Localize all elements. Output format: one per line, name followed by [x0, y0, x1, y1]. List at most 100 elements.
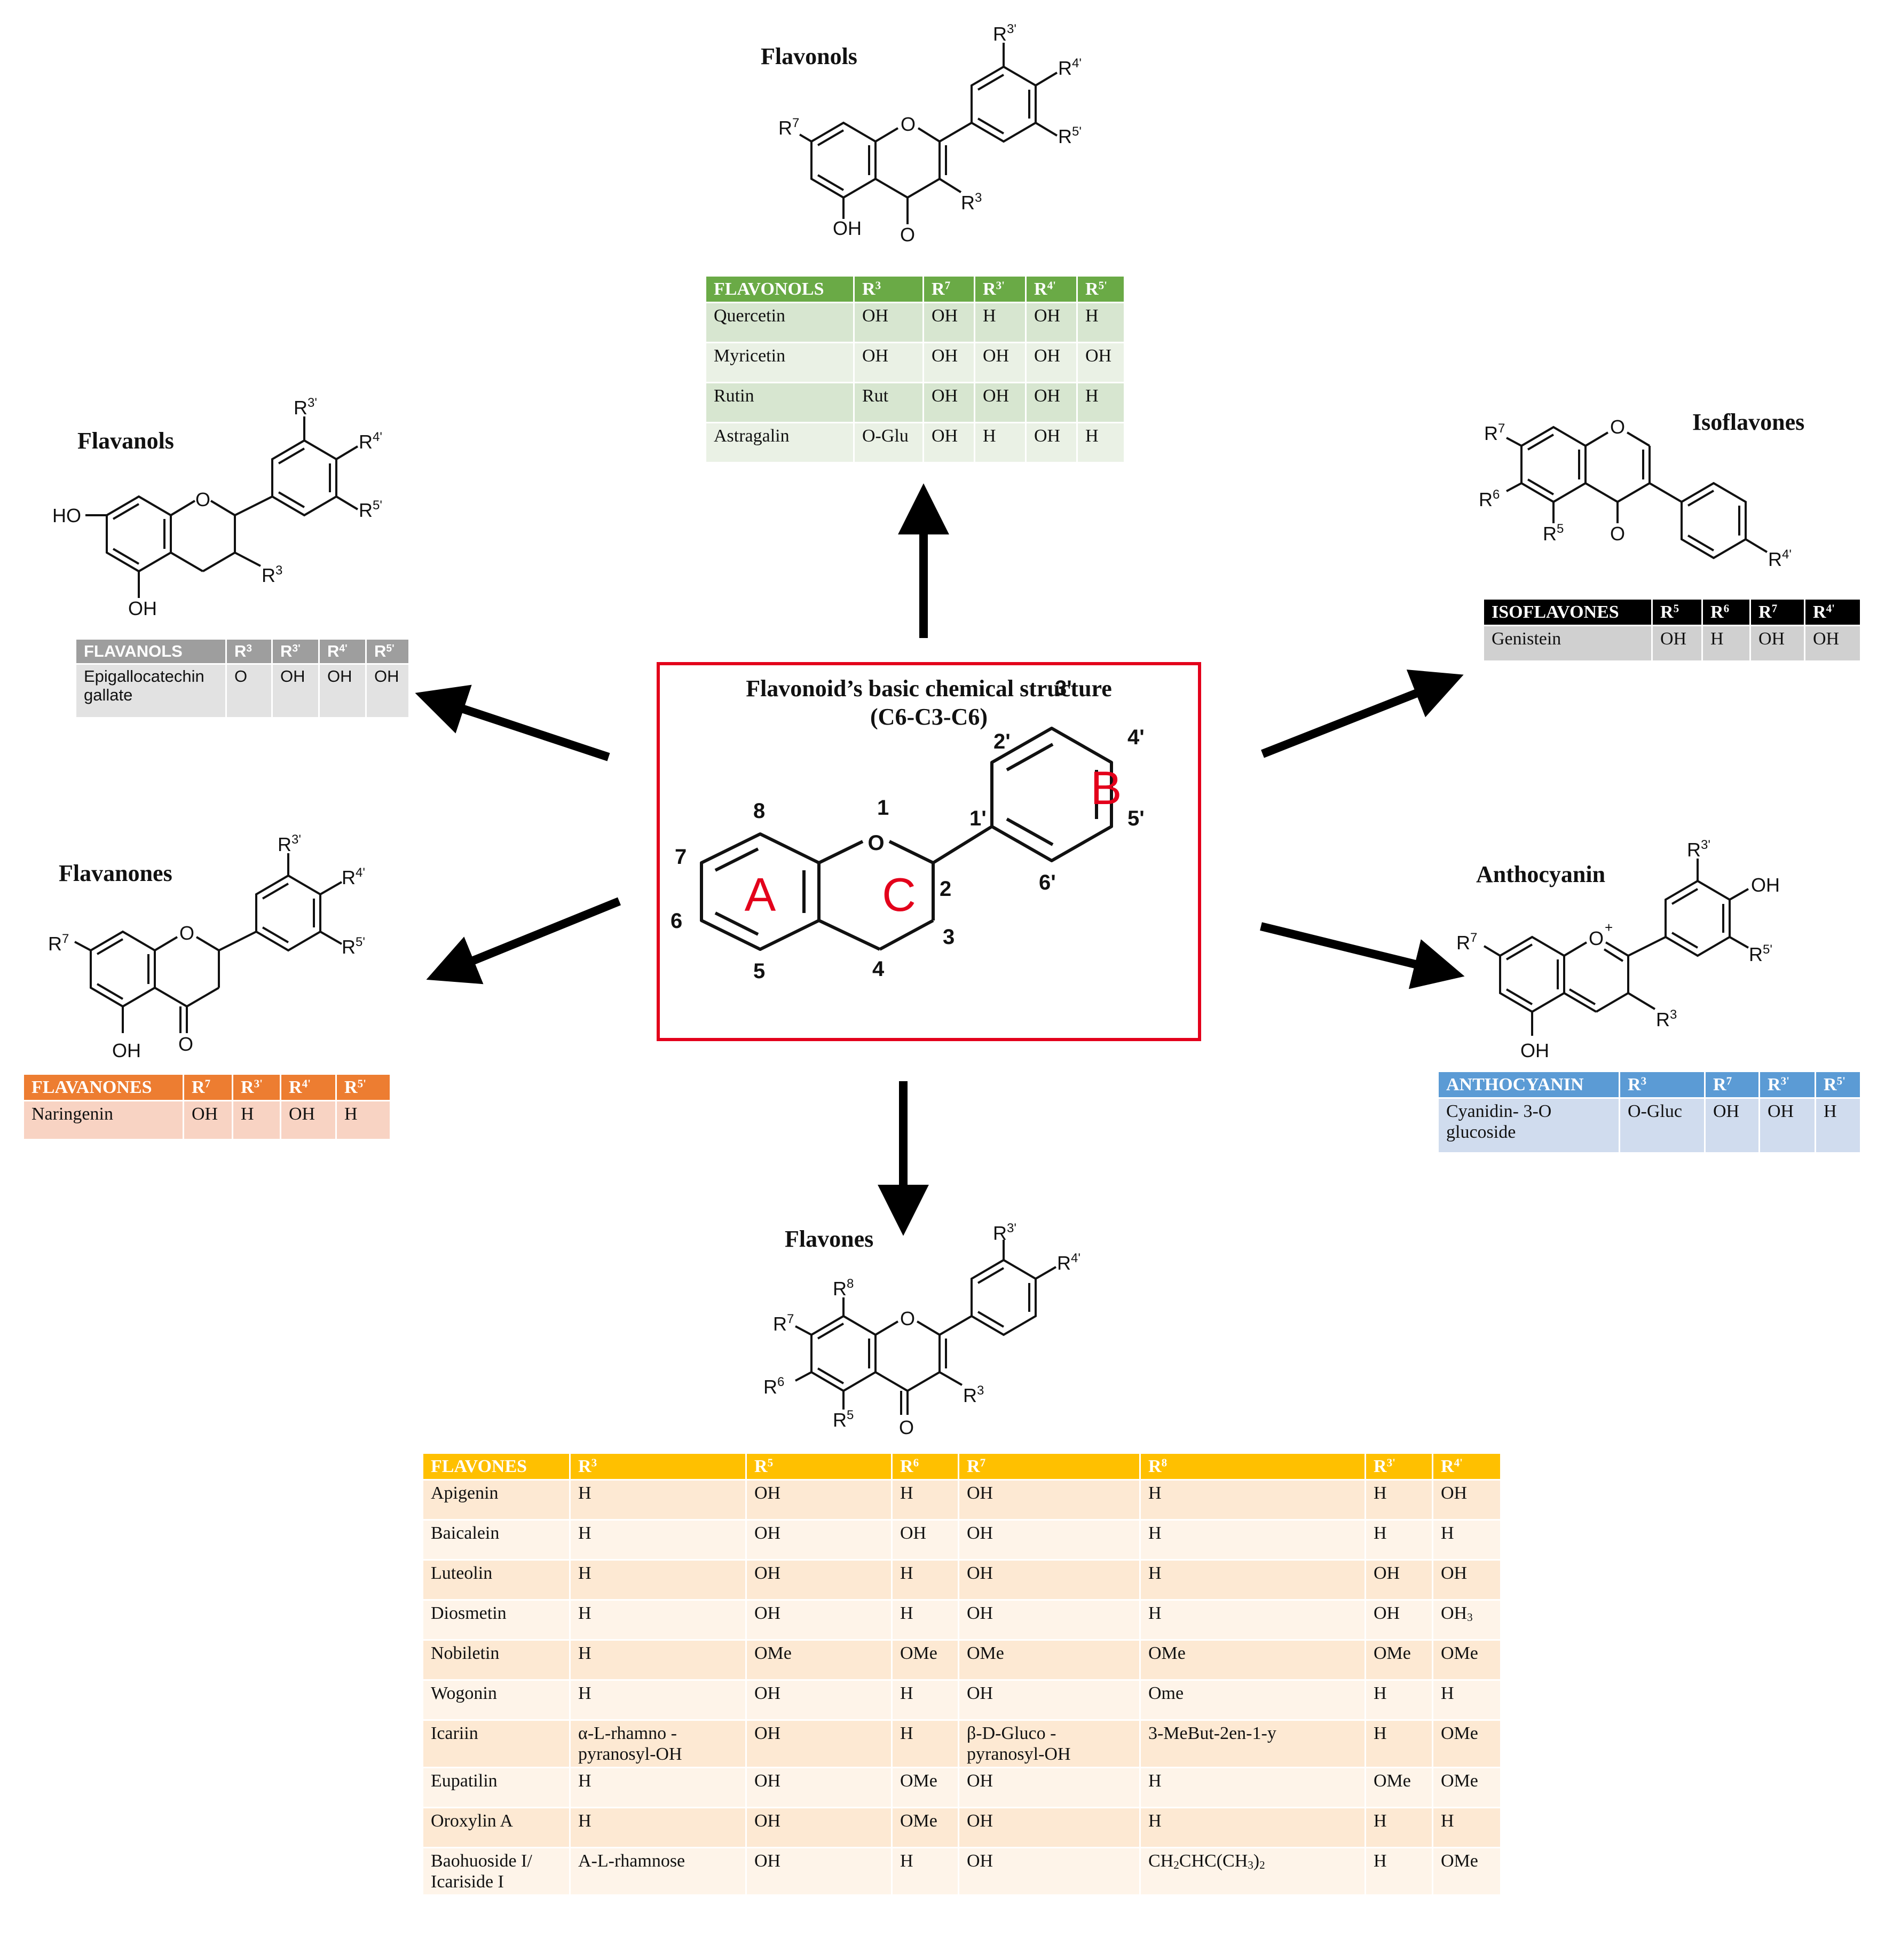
flavonols-cell: Rutin — [705, 382, 855, 424]
flavanones-header-cell: R3' — [232, 1073, 281, 1102]
anthocyanin-b-oh: OH — [1751, 874, 1780, 896]
flavanols-r4p: R4' — [359, 430, 382, 453]
flavones-cell: H — [1364, 1847, 1433, 1896]
flavanones-ring-o: O — [179, 922, 194, 944]
flavones-cell: H — [569, 1559, 747, 1601]
flavonols-cell: Myricetin — [705, 342, 855, 384]
flavones-cell: Nobiletin — [422, 1639, 571, 1681]
flavones-keto-o: O — [899, 1416, 914, 1438]
flavonols-cell: OH — [1025, 422, 1078, 464]
flavones-r6: R6 — [763, 1375, 784, 1398]
flavones-cell: Ome — [1139, 1679, 1366, 1721]
flavonoid-skeleton: O A C B 1 2 3 4 5 6 7 8 1' 2' 3' 4' 5' 6… — [671, 676, 1145, 983]
central-title-line1: Flavonoid’s basic chemical structure — [746, 675, 1112, 702]
pos-1prime: 1' — [969, 807, 987, 830]
flavones-ring-o: O — [900, 1308, 915, 1329]
flavonols-structure: O O OH R7 R3 R3' R4' R5' — [778, 22, 1082, 246]
flavones-cell: H — [1139, 1479, 1366, 1521]
flavanols-cell: OH — [365, 663, 410, 719]
flavones-cell: OH — [1364, 1559, 1433, 1601]
flavonols-r4p: R4' — [1058, 56, 1082, 79]
anthocyanin-header-cell: R7 — [1704, 1070, 1760, 1099]
pos-4prime: 4' — [1127, 726, 1145, 749]
flavonols-cell: H — [974, 422, 1027, 464]
flavanones-structure: O O OH R7 R3' R4' R5' — [48, 832, 365, 1061]
flavones-cell: OH — [745, 1519, 893, 1561]
flavonols-cell: OH — [853, 302, 924, 344]
flavones-cell: H — [1432, 1679, 1502, 1721]
flavanones-keto-o: O — [178, 1033, 193, 1055]
flavones-cell: H — [569, 1519, 747, 1561]
flavones-cell: 3-MeBut-2en-1-y — [1139, 1719, 1366, 1769]
isoflavones-cell: OH — [1804, 625, 1862, 663]
flavones-cell: OH — [958, 1847, 1141, 1896]
flavanones-cell: Naringenin — [22, 1100, 184, 1141]
arrow-to-anthocyanin — [1260, 922, 1465, 989]
flavanols-header-cell: R4' — [318, 638, 367, 665]
flavanols-ho: HO — [52, 505, 81, 526]
flavones-cell: Eupatilin — [422, 1767, 571, 1809]
flavones-cell: H — [1139, 1599, 1366, 1641]
isoflavones-cell: H — [1701, 625, 1751, 663]
ring-b-label: B — [1091, 761, 1122, 814]
flavanols-oh: OH — [128, 597, 157, 619]
flavonols-cell: H — [1076, 302, 1125, 344]
flavones-cell: H — [1364, 1807, 1433, 1849]
isoflavones-structure: O O R7 R6 R5 R4' — [1479, 416, 1792, 570]
flavonols-cell: O-Glu — [853, 422, 924, 464]
flavanones-r3p: R3' — [278, 832, 301, 855]
flavones-cell: H — [1364, 1479, 1433, 1521]
flavones-cell: OH — [745, 1767, 893, 1809]
flavones-cell: OH — [745, 1807, 893, 1849]
isoflavones-r4p: R4' — [1768, 547, 1792, 570]
flavonols-cell: OH — [922, 302, 975, 344]
flavonols-header-cell: FLAVONOLS — [705, 274, 855, 304]
flavones-r5: R5 — [833, 1408, 854, 1431]
flavanols-cell: Epigallocatechin gallate — [75, 663, 227, 719]
flavones-cell: CH2CHC(CH3)2 — [1139, 1847, 1366, 1896]
isoflavones-cell: OH — [1749, 625, 1805, 663]
flavones-cell: OH — [745, 1559, 893, 1601]
flavones-header-cell: FLAVONES — [422, 1452, 571, 1481]
flavones-header-cell: R3' — [1364, 1452, 1433, 1481]
flavonols-cell: OH — [922, 382, 975, 424]
flavones-title: Flavones — [785, 1226, 874, 1252]
flavones-cell: H — [1432, 1519, 1502, 1561]
anthocyanin-oh: OH — [1520, 1040, 1549, 1061]
ring-a-label: A — [745, 868, 776, 921]
anthocyanin-header-cell: R3 — [1619, 1070, 1706, 1099]
flavones-header-cell: R4' — [1432, 1452, 1502, 1481]
flavones-cell: OMe — [891, 1767, 959, 1809]
isoflavones-header-cell: R5 — [1651, 597, 1703, 627]
flavones-structure: O O R8 R7 R6 R5 R3 R3' R4' — [763, 1221, 1080, 1438]
flavones-r7: R7 — [773, 1312, 794, 1335]
flavanols-structure: O HO OH R3 R3' R4' R5' — [52, 396, 382, 619]
flavonols-cell: H — [1076, 422, 1125, 464]
anthocyanin-cell: Cyanidin- 3-O glucoside — [1437, 1097, 1620, 1154]
flavanols-header-cell: R3' — [271, 638, 320, 665]
anthocyanin-r3p: R3' — [1687, 838, 1710, 861]
flavones-cell: H — [569, 1807, 747, 1849]
flavones-cell: OH — [958, 1767, 1141, 1809]
flavonols-r3p: R3' — [993, 22, 1016, 45]
flavones-cell: H — [569, 1679, 747, 1721]
flavones-cell: β-D-Gluco - pyranosyl-OH — [958, 1719, 1141, 1769]
pos-4: 4 — [872, 957, 885, 981]
pos-2prime: 2' — [993, 730, 1011, 753]
flavonols-cell: OH — [974, 382, 1027, 424]
flavones-cell: OH — [1364, 1599, 1433, 1641]
flavones-cell: OMe — [1139, 1639, 1366, 1681]
flavanols-r3: R3 — [262, 563, 282, 586]
